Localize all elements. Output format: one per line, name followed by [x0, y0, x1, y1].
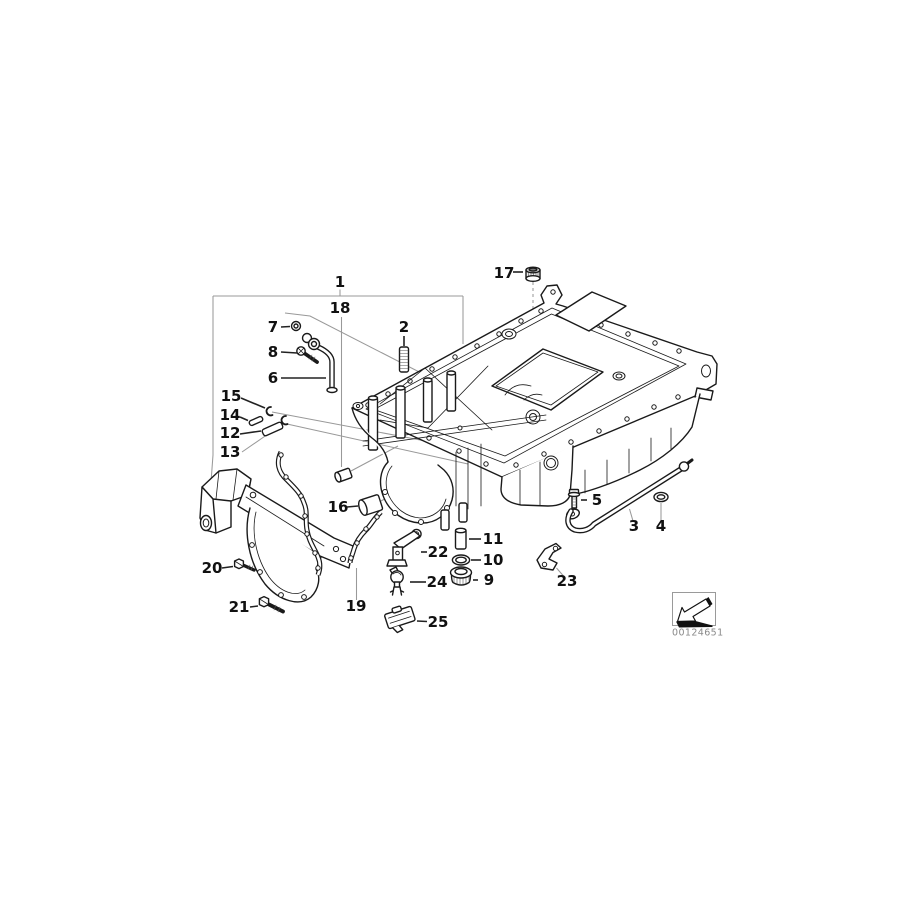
mount-hole — [701, 364, 711, 378]
callout-5: 5 — [592, 491, 602, 509]
front-support-drawing — [199, 468, 354, 603]
callout-10: 10 — [483, 551, 504, 569]
connector-dashes — [221, 271, 587, 623]
floor-plate — [555, 291, 627, 332]
callout-16: 16 — [328, 498, 349, 516]
part-11-sleeve — [454, 527, 467, 550]
part-22-bracket — [386, 528, 422, 567]
part-23-bracket — [536, 542, 562, 571]
callout-21: 21 — [229, 598, 250, 616]
part-6-oil-pipe — [301, 332, 338, 394]
part-2-stud — [398, 346, 410, 373]
callout-9: 9 — [484, 571, 494, 589]
callout-24: 24 — [427, 573, 448, 591]
part-10-oring — [451, 554, 471, 566]
part-20-bolt — [233, 558, 256, 572]
callout-2: 2 — [399, 318, 409, 336]
part-3-guide-tube — [565, 458, 694, 534]
callout-3: 3 — [629, 517, 639, 535]
part-4-oring — [653, 491, 669, 503]
small-parts — [233, 266, 694, 634]
part-16-bushing — [357, 494, 384, 517]
return-arrow-icon — [676, 597, 713, 628]
part-5-screw — [567, 488, 581, 509]
callout-12: 12 — [220, 424, 241, 442]
callouts: 1 18 2 17 7 8 6 15 14 12 13 16 5 3 4 11 … — [202, 264, 667, 631]
part-7-nut — [290, 320, 302, 332]
part-8-screw — [296, 346, 319, 364]
callout-22: 22 — [428, 543, 449, 561]
part-17-plug — [525, 266, 541, 283]
leader-3 — [628, 508, 634, 522]
support-arm — [237, 484, 354, 569]
part-9-drain-plug — [449, 566, 473, 586]
cover-bell — [246, 507, 322, 603]
callout-15: 15 — [221, 387, 242, 405]
part-18-dowel — [334, 467, 353, 483]
callout-7: 7 — [268, 318, 278, 336]
callout-4: 4 — [656, 517, 666, 535]
callout-23: 23 — [557, 572, 578, 590]
callout-13: 13 — [220, 443, 241, 461]
stamp: 00124651 — [672, 592, 724, 639]
part-12-sleeve — [261, 421, 284, 437]
callout-25: 25 — [428, 613, 449, 631]
callout-20: 20 — [202, 559, 223, 577]
leader-pipe-assembly — [284, 312, 469, 398]
stamp-code: 00124651 — [672, 628, 724, 639]
gasket-drawing — [275, 450, 383, 576]
part-14-pin — [248, 415, 264, 427]
part-24-clip — [389, 566, 405, 596]
callout-8: 8 — [268, 343, 278, 361]
callout-11: 11 — [483, 530, 504, 548]
part-25-clip — [384, 605, 416, 634]
callout-6: 6 — [268, 369, 278, 387]
leader-23 — [556, 567, 564, 577]
part-13-clip — [280, 415, 289, 426]
part-15-clip — [265, 406, 274, 417]
part-21-bolt — [258, 595, 285, 614]
ear-bolt-hole — [550, 289, 556, 295]
oil-pan-drawing — [351, 284, 718, 531]
callout-19: 19 — [346, 597, 367, 615]
callout-14: 14 — [220, 406, 241, 424]
flange-bolt-holes — [365, 308, 682, 468]
callout-18: 18 — [330, 299, 351, 317]
callout-17: 17 — [494, 264, 515, 282]
callout-1: 1 — [335, 273, 345, 291]
